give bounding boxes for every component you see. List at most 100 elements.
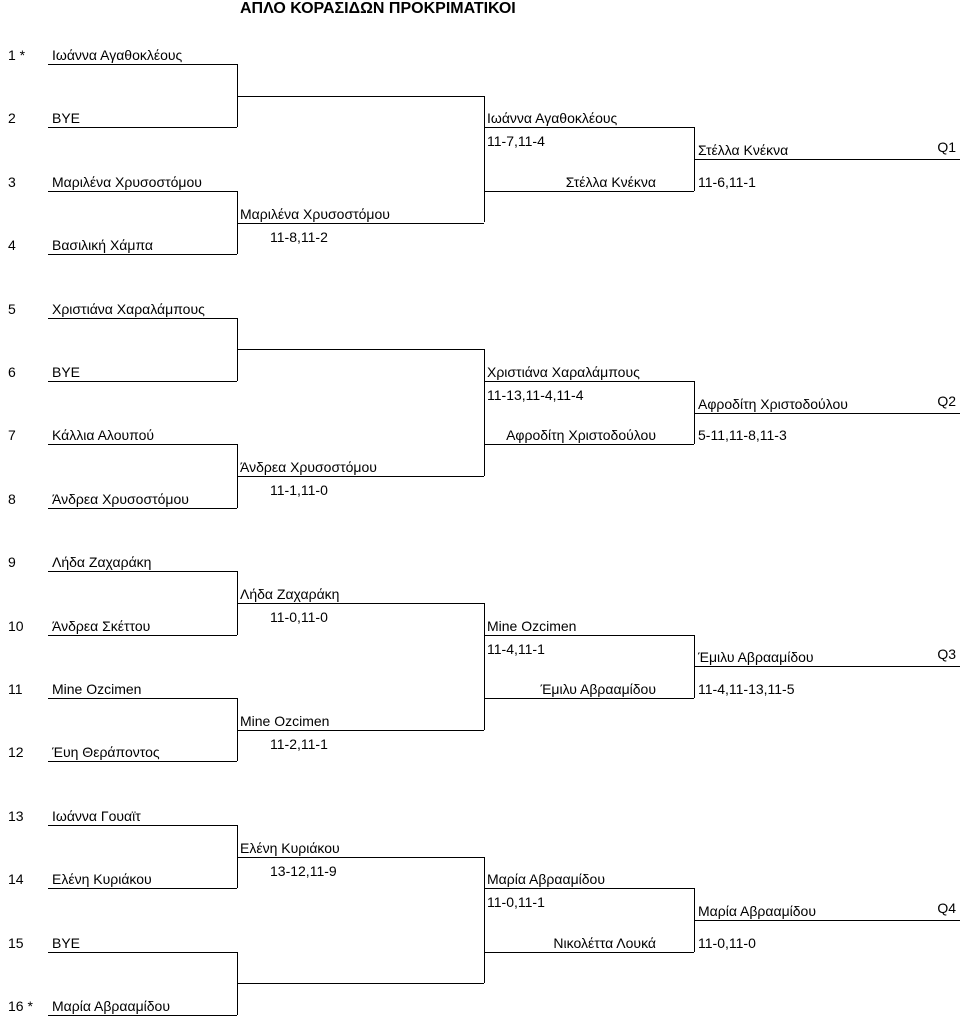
round1-line: [48, 127, 237, 129]
player-name: Λήδα Ζαχαράκη: [52, 554, 152, 571]
qualifier-line: [694, 666, 960, 668]
round3-score: 11-4,11-1: [487, 640, 545, 657]
seed-number: 5: [8, 300, 16, 317]
qualifier-name: Έμιλυ Αβρααμίδου: [698, 649, 814, 666]
seed-number: 13: [8, 807, 24, 824]
player-name: Άνδρεα Χρυσοστόμου: [52, 490, 189, 507]
round1-line: [48, 254, 237, 256]
player-name: Κάλλια Αλουπού: [52, 427, 155, 444]
round3-winner: Στέλλα Κνέκνα: [565, 173, 656, 190]
round2-connector: [484, 349, 485, 477]
round3-line: [484, 698, 694, 699]
seed-number: 8: [8, 490, 16, 507]
round2-line: [237, 95, 484, 97]
qualifier-score: 11-0,11-0: [698, 934, 756, 951]
round1-connector: [237, 317, 238, 381]
player-name: Ιωάννα Αγαθοκλέους: [52, 47, 183, 63]
round2-line: [237, 222, 484, 224]
round1-connector: [237, 571, 238, 635]
round1-line: [48, 317, 237, 319]
round2-winner: Λήδα Ζαχαράκη: [240, 585, 340, 602]
round3-winner: Έμιλυ Αβρααμίδου: [540, 681, 656, 697]
seed-number: 10: [8, 617, 24, 634]
round3-winner: Χριστιάνα Χαραλάμπους: [487, 364, 640, 380]
round2-connector: [484, 95, 485, 223]
round1-line: [48, 444, 237, 446]
round1-connector: [237, 951, 238, 1015]
round1-line: [48, 190, 237, 192]
round2-connector: [484, 856, 485, 984]
round1-line: [48, 824, 237, 826]
qualifier-label: Q1: [937, 139, 956, 156]
qualifier-line: [694, 919, 960, 921]
player-name: Ιωάννα Γουαϊτ: [52, 807, 141, 824]
round2-line: [237, 602, 484, 604]
round2-line: [237, 983, 484, 985]
seed-number: 6: [8, 364, 16, 380]
round1-line: [48, 698, 237, 699]
seed-number: 16 *: [8, 998, 33, 1014]
round3-winner: Αφροδίτη Χριστοδούλου: [506, 427, 656, 444]
round2-score: 11-1,11-0: [270, 482, 328, 499]
player-name: BYE: [52, 934, 81, 951]
round1-line: [48, 951, 237, 953]
round2-score: 13-12,11-9: [270, 862, 337, 879]
seed-number: 11: [8, 681, 23, 697]
round2-winner: Ελένη Κυριάκου: [240, 839, 340, 856]
round1-line: [48, 571, 237, 573]
round3-winner: Mine Ozcimen: [487, 617, 577, 634]
round3-winner: Νικολέττα Λουκά: [553, 934, 656, 951]
round3-line: [484, 634, 694, 636]
qualifier-score: 11-4,11-13,11-5: [698, 681, 795, 697]
round2-winner: Άνδρεα Χρυσοστόμου: [240, 459, 377, 476]
player-name: Μαρία Αβρααμίδου: [52, 998, 170, 1014]
round3-line: [484, 127, 694, 129]
player-name: BYE: [52, 110, 81, 127]
qualifier-line: [694, 159, 960, 161]
round1-line: [48, 64, 237, 65]
round3-score: 11-7,11-4: [487, 133, 545, 150]
seed-number: 15: [8, 934, 24, 951]
round3-winner: Μαρία Αβρααμίδου: [487, 871, 605, 888]
round1-connector: [237, 190, 238, 255]
seed-number: 7: [8, 427, 16, 444]
player-name: Mine Ozcimen: [52, 681, 142, 697]
round2-line: [237, 856, 484, 858]
round2-score: 11-0,11-0: [270, 608, 328, 625]
player-name: Βασιλική Χάμπα: [52, 237, 154, 254]
qualifier-label: Q2: [937, 392, 956, 409]
round3-score: 11-13,11-4,11-4: [487, 387, 584, 403]
qualifier-score: 11-6,11-1: [698, 173, 756, 190]
round1-line: [48, 888, 237, 890]
round1-connector: [237, 444, 238, 508]
round2-winner: Mine Ozcimen: [240, 712, 330, 729]
player-name: Ελένη Κυριάκου: [52, 871, 152, 888]
seed-number: 12: [8, 744, 24, 761]
qualifier-name: Αφροδίτη Χριστοδούλου: [698, 395, 848, 412]
round3-line: [484, 381, 694, 382]
qualifier-name: Μαρία Αβρααμίδου: [698, 902, 816, 919]
qualifier-line: [694, 412, 960, 414]
round1-line: [48, 634, 237, 636]
round3-connector: [694, 888, 695, 952]
qualifier-score: 5-11,11-8,11-3: [698, 427, 787, 444]
round1-connector: [237, 824, 238, 889]
player-name: Άνδρεα Σκέττου: [52, 617, 151, 634]
seed-number: 4: [8, 237, 16, 254]
round1-line: [48, 1015, 237, 1016]
round3-winner: Ιωάννα Αγαθοκλέους: [487, 110, 618, 127]
seed-number: 3: [8, 173, 16, 190]
qualifier-label: Q4: [937, 899, 956, 916]
round1-line: [48, 507, 237, 509]
qualifier-name: Στέλλα Κνέκνα: [698, 142, 789, 159]
round1-line: [48, 761, 237, 763]
round2-connector: [484, 602, 485, 730]
seed-number: 2: [8, 110, 16, 127]
round3-connector: [694, 127, 695, 191]
round2-line: [237, 729, 484, 731]
round2-score: 11-8,11-2: [270, 228, 328, 245]
round3-line: [484, 951, 694, 953]
seed-number: 14: [8, 871, 24, 888]
round3-line: [484, 888, 694, 890]
round3-score: 11-0,11-1: [487, 894, 545, 911]
